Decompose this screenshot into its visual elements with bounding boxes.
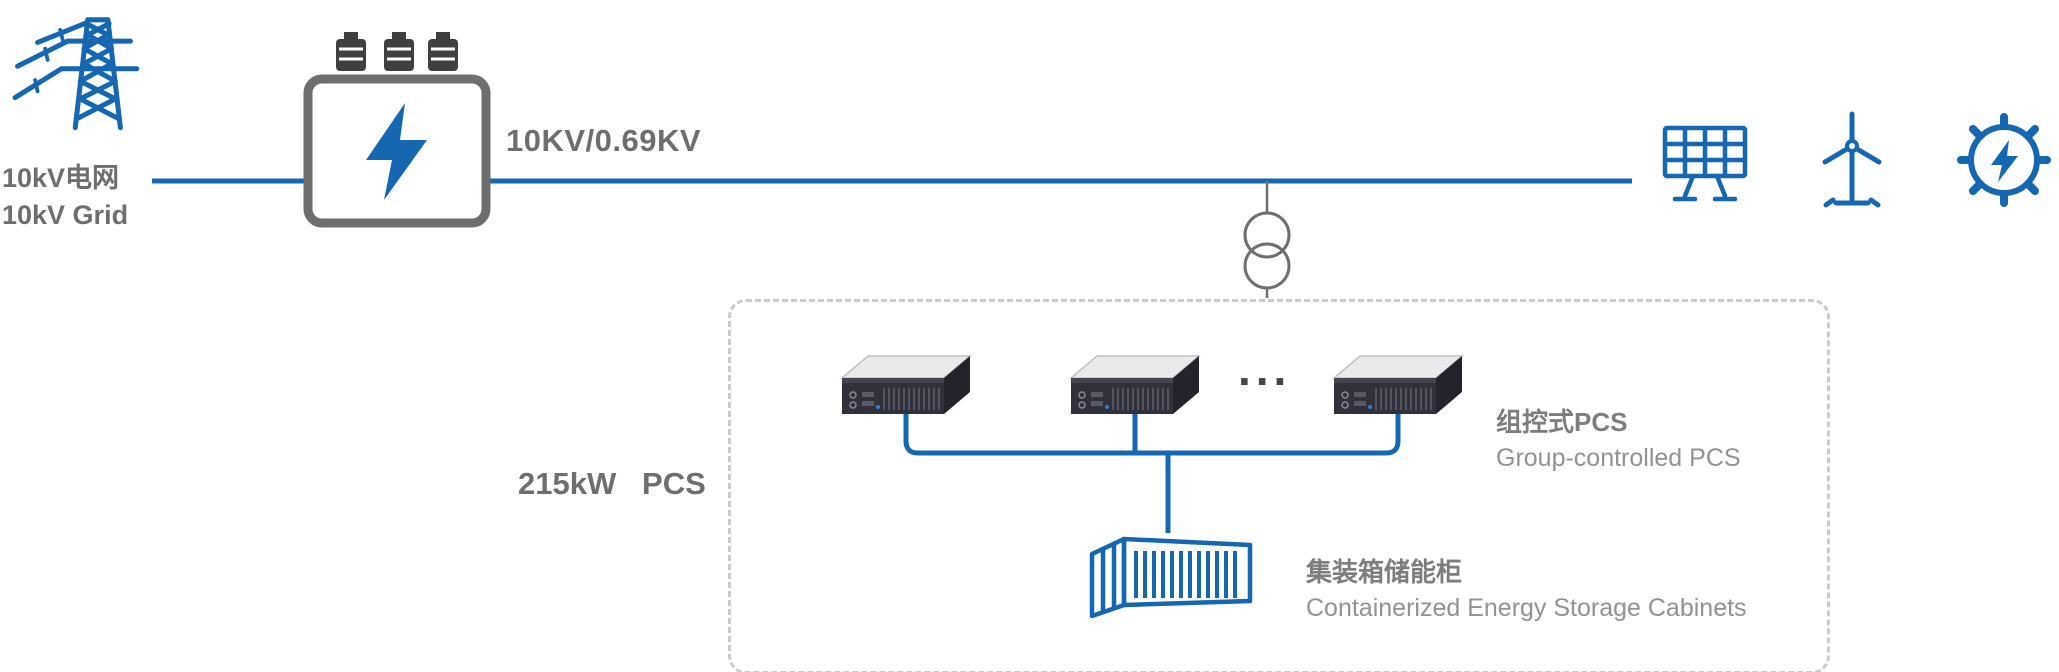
- winding-symbol-icon: [1243, 211, 1291, 259]
- grid-label-cn: 10kV电网: [2, 163, 120, 193]
- storage-label: 集装箱储能柜 Containerized Energy Storage Cabi…: [1306, 556, 1747, 624]
- grid-label: 10kV电网 10kV Grid: [2, 160, 128, 234]
- pcs-unit-icon: [839, 348, 973, 423]
- solar-panel-icon: [1655, 122, 1755, 211]
- pcs-unit-icon: [1331, 348, 1465, 423]
- group-pcs-label-en: Group-controlled PCS: [1496, 444, 1741, 472]
- pcs-unit-icon: [1068, 348, 1202, 423]
- lightning-bolt-icon: [1991, 140, 2018, 182]
- wind-turbine-icon: [1802, 108, 1902, 215]
- pcs-power-label: 215kW PCS: [518, 466, 706, 501]
- storage-label-en: Containerized Energy Storage Cabinets: [1306, 594, 1747, 622]
- grid-label-en: 10kV Grid: [2, 200, 129, 230]
- pcs-collector-bus: [903, 414, 1401, 456]
- transformer-ratio-label: 10KV/0.69KV: [506, 123, 702, 158]
- container-icon: [1088, 528, 1254, 629]
- storage-label-cn: 集装箱储能柜: [1306, 557, 1463, 587]
- lightning-bolt-icon: [366, 103, 427, 200]
- transformer-icon: [300, 28, 500, 233]
- gear-lightning-icon: [1952, 108, 2056, 217]
- group-pcs-label: 组控式PCS Group-controlled PCS: [1496, 406, 1741, 474]
- grid-tower-icon: [10, 6, 148, 139]
- pcs-ellipsis: ...: [1238, 343, 1292, 395]
- group-pcs-label-cn: 组控式PCS: [1496, 407, 1628, 437]
